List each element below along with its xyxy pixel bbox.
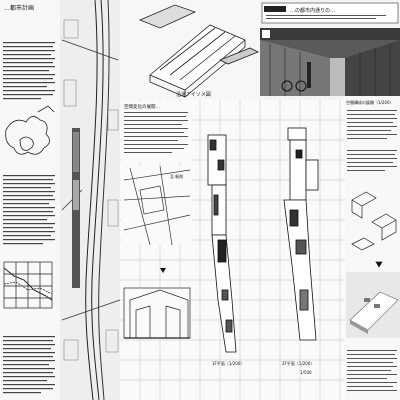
site-plan-strip: [60, 0, 121, 400]
plan-grid-area: 空間変化の展開… 至 駅前: [120, 100, 345, 400]
mini-chart: [3, 261, 53, 309]
header-title: …都市計画: [4, 4, 34, 12]
right-column: 空間構成の展開（1/200）: [345, 96, 400, 400]
plan-1f: [207, 134, 237, 353]
drawing-name-label: 沿道アイソメ図: [176, 91, 211, 98]
caption-plan-2f: 2F平面（1/200）: [282, 361, 314, 366]
isometric-drawing: 沿道アイソメ図: [120, 0, 260, 100]
street-photo: [260, 28, 400, 96]
location-map: [5, 105, 55, 155]
caption-plan-1f: 1F平面（1/200）: [212, 361, 244, 366]
down-arrow-icon: [160, 268, 166, 273]
model-photo: [346, 272, 400, 338]
section-sketch: [123, 287, 191, 339]
top-right-panel: …の都市内通りの…: [260, 0, 400, 96]
scale-note: 1/500: [300, 370, 312, 375]
header-box-text: …の都市内通りの…: [290, 7, 335, 14]
plan-2f: [283, 127, 319, 341]
axo-sketches: [351, 191, 397, 268]
section-title-2: 空間構成の展開（1/200）: [346, 99, 394, 105]
street-map-sketch: 至 駅前: [122, 165, 192, 246]
left-text-column: …都市計画: [0, 0, 60, 400]
map-note: 至 駅前: [170, 173, 183, 179]
section-title-1: 空間変化の展開…: [124, 103, 160, 110]
